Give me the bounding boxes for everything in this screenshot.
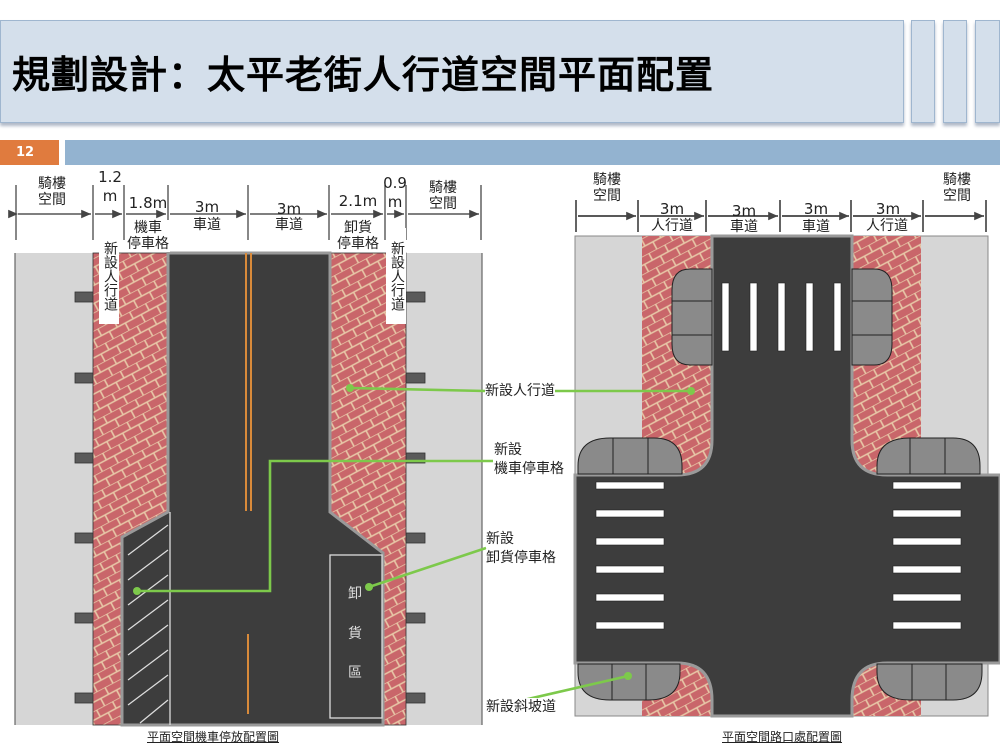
slide-title: 規劃設計：太平老街人行道空間平面配置 xyxy=(12,53,715,97)
right-dimension-lines xyxy=(575,200,987,232)
callout-loading-line2: 卸貨停車格 xyxy=(486,549,556,567)
dim-label: 車道 xyxy=(802,219,830,235)
dim-label: 卸貨 停車格 xyxy=(332,220,384,252)
right-caption: 平面空間路口處配置圖 xyxy=(722,730,843,744)
crosswalk-north xyxy=(721,282,842,352)
left-dimension-lines xyxy=(8,185,482,240)
left-plan xyxy=(14,251,483,727)
dim-width: 3m xyxy=(803,200,829,218)
dim-width: 0.9 m xyxy=(383,174,407,211)
dim-label: 機車 停車格 xyxy=(126,220,170,252)
callout-scooter-line1: 新設 xyxy=(494,442,522,458)
loading-zone xyxy=(329,554,383,719)
dim-width: 3m xyxy=(276,200,302,218)
loading-zone-char: 卸 xyxy=(348,586,362,602)
dim-width: 2.1m xyxy=(338,192,378,210)
dim-label: 騎樓 空間 xyxy=(943,172,971,204)
slide-number: 12 xyxy=(0,140,59,165)
curb-ramps xyxy=(577,268,983,701)
dim-label: 車道 xyxy=(730,219,758,235)
dim-label: 騎樓 空間 xyxy=(38,176,66,208)
loading-zone-char: 貨 xyxy=(348,626,362,642)
dim-label: 車道 xyxy=(193,217,221,233)
crosswalk-west xyxy=(595,481,665,630)
road xyxy=(120,251,385,727)
dim-width: 1.8m xyxy=(128,194,168,212)
dim-label: 車道 xyxy=(275,217,303,233)
vertical-label-new-sidewalk: 新設人行道 xyxy=(386,228,406,324)
dim-label: 騎樓 空間 xyxy=(593,172,621,204)
crosswalk-east xyxy=(892,481,962,630)
dim-label: 騎樓 空間 xyxy=(429,180,457,212)
scooter-parking-stripes xyxy=(127,512,171,725)
callout-scooter-line2: 機車停車格 xyxy=(494,460,564,478)
vertical-label-new-sidewalk: 新設人行道 xyxy=(99,228,119,324)
callout-dots xyxy=(133,384,695,680)
callout-ramp: 新設斜坡道 xyxy=(486,698,556,716)
left-caption: 平面空間機車停放配置圖 xyxy=(147,730,280,744)
dim-label: 人行道 xyxy=(866,218,908,234)
dim-width: 1.2 m xyxy=(98,168,122,205)
dim-label: 人行道 xyxy=(651,218,693,234)
header-decoration xyxy=(911,20,935,123)
dim-width: 3m xyxy=(875,200,901,218)
callout-new-sidewalk: 新設人行道 xyxy=(485,382,555,400)
dim-width: 3m xyxy=(731,202,757,220)
dim-width: 3m xyxy=(194,198,220,216)
subheader-bar xyxy=(65,140,1000,165)
right-plan xyxy=(573,234,1000,718)
loading-zone-char: 區 xyxy=(348,665,362,681)
header-decoration xyxy=(943,20,967,123)
dim-width: 3m xyxy=(659,200,685,218)
callout-loading-line1: 新設 xyxy=(486,531,514,547)
title-banner xyxy=(0,20,904,123)
